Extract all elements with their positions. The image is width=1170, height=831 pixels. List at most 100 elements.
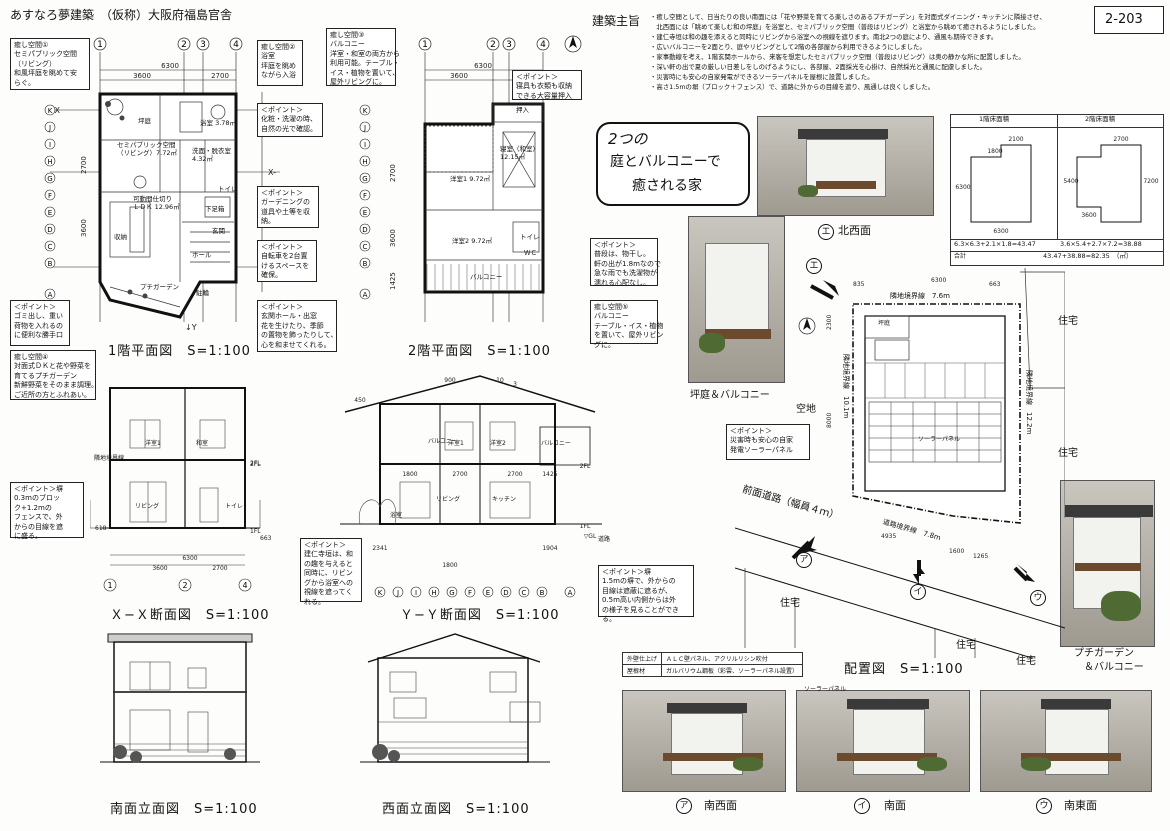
site-boundary-right: 隣地境界線 12.2m	[1025, 370, 1033, 435]
plan2-title: 2階平面図 S=1:100	[408, 344, 551, 359]
svg-text:1FL: 1FL	[580, 523, 591, 530]
room-storage: 収納	[114, 233, 127, 241]
photo-tsubo-caption: 坪庭＆バルコニー	[690, 390, 770, 401]
label-washitsu-xx: 和室	[196, 440, 209, 447]
solar-panel-caption: ソーラーパネル	[804, 686, 846, 693]
photo-southeast-caption: 南東面	[1064, 799, 1097, 812]
area-table: 1階床面積 2階床面積 2100 1800 6300 6300 2700 540…	[950, 114, 1164, 266]
svg-text:X-: X-	[268, 168, 276, 177]
svg-text:I: I	[49, 141, 51, 149]
intent-line: ・広いバルコニーを2面とり、庭やリビングとして2階の各部屋から利用できるようにし…	[650, 43, 926, 51]
label-road-yy: 道路	[598, 536, 611, 543]
photo-south-caption: 南面	[884, 799, 906, 812]
site-house-4: 住宅	[956, 640, 976, 651]
spec-cell: 外壁仕上げ	[621, 652, 663, 665]
svg-text:D: D	[362, 226, 367, 234]
area-header-2f: 2階床面積	[1085, 115, 1116, 123]
intent-line: ・癒し空間として、日当たりの良い南面には「花や野菜を育てる楽しさのあるプチガーデ…	[650, 13, 1046, 21]
area-shapes: 2100 1800 6300 6300 2700 5400 7200 3600	[955, 136, 1158, 235]
photo-petit-garden	[1060, 480, 1155, 647]
elevation-west	[360, 633, 550, 763]
svg-text:-X: -X	[52, 106, 60, 115]
svg-text:3: 3	[506, 40, 512, 50]
note-point-bicycle: ＜ポイント＞ 自転車を2台置 けるスペースを 確保。	[257, 240, 317, 282]
svg-text:900: 900	[444, 377, 456, 384]
note-healing-3: 癒し空間③ バルコニー 洋室・和室の両方から 利用可能。テーブル・ イス・植物を…	[326, 28, 400, 86]
svg-text:3600: 3600	[133, 72, 151, 80]
intent-line: ・深い軒の出で夏の厳しい日差しをしのげるようにし、各部屋、2面採光を心掛け、自然…	[650, 63, 987, 71]
room-semipublic: セミパブリック空間 （リビング）7.72㎡	[117, 141, 177, 157]
label-western2-yy: 洋室2	[490, 440, 506, 447]
svg-text:K: K	[48, 107, 53, 115]
svg-text:F: F	[48, 192, 52, 200]
label-bath-yy: 浴室	[390, 512, 403, 519]
svg-text:C: C	[48, 243, 53, 251]
svg-text:G: G	[47, 175, 52, 183]
photo-southeast	[980, 690, 1152, 792]
label-balcony-yy: バルコニー	[428, 438, 458, 445]
svg-text:2341: 2341	[372, 545, 387, 552]
photo-mark-i: イ	[854, 798, 870, 814]
area-total: 43.47+38.88=82.35 （㎡）	[1043, 252, 1133, 260]
svg-text:1425: 1425	[389, 272, 397, 290]
site-mark-i: イ	[910, 584, 926, 600]
spec-table: 外壁仕上げ ＡＬＣ壁パネル、アクリルリシン吹付 屋根材 ガルバリウム鋼板（彩雲、…	[621, 652, 803, 677]
svg-text:J: J	[48, 124, 51, 132]
site-plan: 6300 835 663 2300 8000 4935 1600 1265	[735, 268, 1065, 658]
site-dim: 1265	[973, 553, 988, 560]
photo-northwest	[757, 116, 934, 216]
svg-text:H: H	[362, 158, 367, 166]
photo-mark-e: エ	[818, 224, 834, 240]
site-house-1: 住宅	[1058, 316, 1078, 327]
concept-line1: 2つの	[608, 130, 648, 148]
spec-cell: 屋根材	[621, 664, 663, 677]
area-dim: 3600	[1081, 212, 1096, 219]
site-mark-e: エ	[806, 258, 822, 274]
room-japanese: 寝室（和室）12.15㎡	[500, 145, 539, 161]
svg-text:6300: 6300	[182, 555, 197, 562]
svg-text:J: J	[396, 589, 399, 597]
svg-text:4: 4	[233, 40, 239, 50]
area-dim: 5400	[1063, 178, 1078, 185]
note-point-wall-height: ＜ポイント＞塀 1.5mの塀で、外からの 目線は遮蔽に遮るが、 0.5m高い内側…	[598, 565, 694, 623]
site-dim: 4935	[881, 533, 896, 540]
svg-text:2: 2	[490, 40, 496, 50]
svg-text:I: I	[364, 141, 366, 149]
label-boundary-xx: 隣地境界線	[94, 455, 125, 462]
svg-text:2700: 2700	[212, 565, 227, 572]
site-boundary-top: 隣地境界線 7.6m	[890, 292, 950, 300]
intent-line: ・建仁寺垣は和の趣を添えると同時にリビングから浴室への視線を遮ります。南北2つの…	[650, 33, 998, 41]
site-plan-title: 配置図 S=1:100	[844, 662, 964, 677]
label-kitchen-yy: キッチン	[492, 496, 517, 503]
note-point-solar: ＜ポイント＞ 災害時も安心の自家 発電ソーラーパネル	[726, 424, 810, 460]
section-yy-title: Ｙ−Ｙ断面図 S=1:100	[400, 608, 560, 623]
svg-text:H: H	[47, 158, 52, 166]
spec-cell: ガルバリウム鋼板（彩雲、ソーラーパネル設置）	[661, 664, 803, 677]
site-empty-lot: 空地	[796, 404, 816, 415]
svg-text:K: K	[378, 589, 383, 597]
area-dim: 6300	[993, 228, 1008, 235]
svg-text:1904: 1904	[542, 545, 557, 552]
area-dim: 7200	[1143, 178, 1158, 185]
svg-text:G: G	[449, 589, 454, 597]
photo-south	[796, 690, 970, 792]
label-balcony2-yy: バルコニー	[541, 440, 571, 447]
area-header-1f: 1階床面積	[979, 115, 1010, 123]
svg-text:4: 4	[540, 40, 546, 50]
svg-text:B: B	[48, 260, 53, 268]
room-washroom: 洗面・脱衣室 4.32㎡	[192, 147, 231, 163]
room-hall: ホール	[192, 251, 212, 259]
note-point-window: ＜ポイント＞ 玄関ホール・出窓 花を生けたり、季節 の置物を飾ったりして、 心を…	[257, 300, 337, 352]
photo-southwest-caption: 南西面	[704, 799, 737, 812]
label-living-yy: リビング	[436, 496, 461, 503]
room-wc: ＷＣ	[524, 249, 537, 257]
svg-text:2700: 2700	[211, 72, 229, 80]
svg-text:2700: 2700	[452, 471, 467, 478]
area-dim: 1800	[987, 148, 1002, 155]
svg-text:2700: 2700	[507, 471, 522, 478]
svg-text:6300: 6300	[474, 62, 492, 70]
site-house-2: 住宅	[1058, 448, 1078, 459]
note-point-garden-tools: ＜ポイント＞ ガーデニングの 道具や土等を収 納。	[257, 186, 319, 228]
svg-text:D: D	[503, 589, 508, 597]
